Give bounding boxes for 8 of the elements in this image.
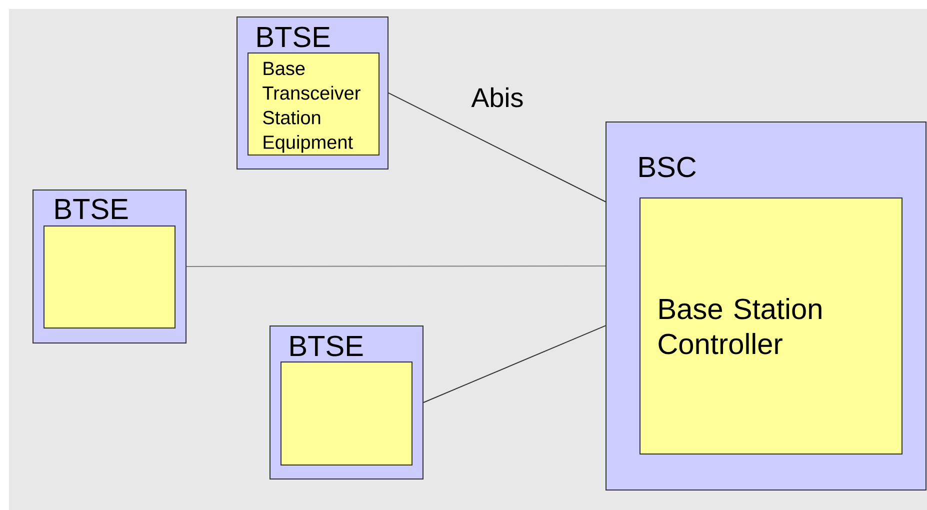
connector-line xyxy=(423,325,606,403)
equipment-box: Base Transceiver Station Equipment xyxy=(248,52,380,156)
connector-line xyxy=(186,265,606,267)
edge-label: Abis xyxy=(470,86,525,108)
empty-box xyxy=(44,226,176,328)
empty-box xyxy=(280,361,412,466)
equipment-box: Base Station Controller xyxy=(640,197,902,454)
connector-line xyxy=(388,92,606,202)
